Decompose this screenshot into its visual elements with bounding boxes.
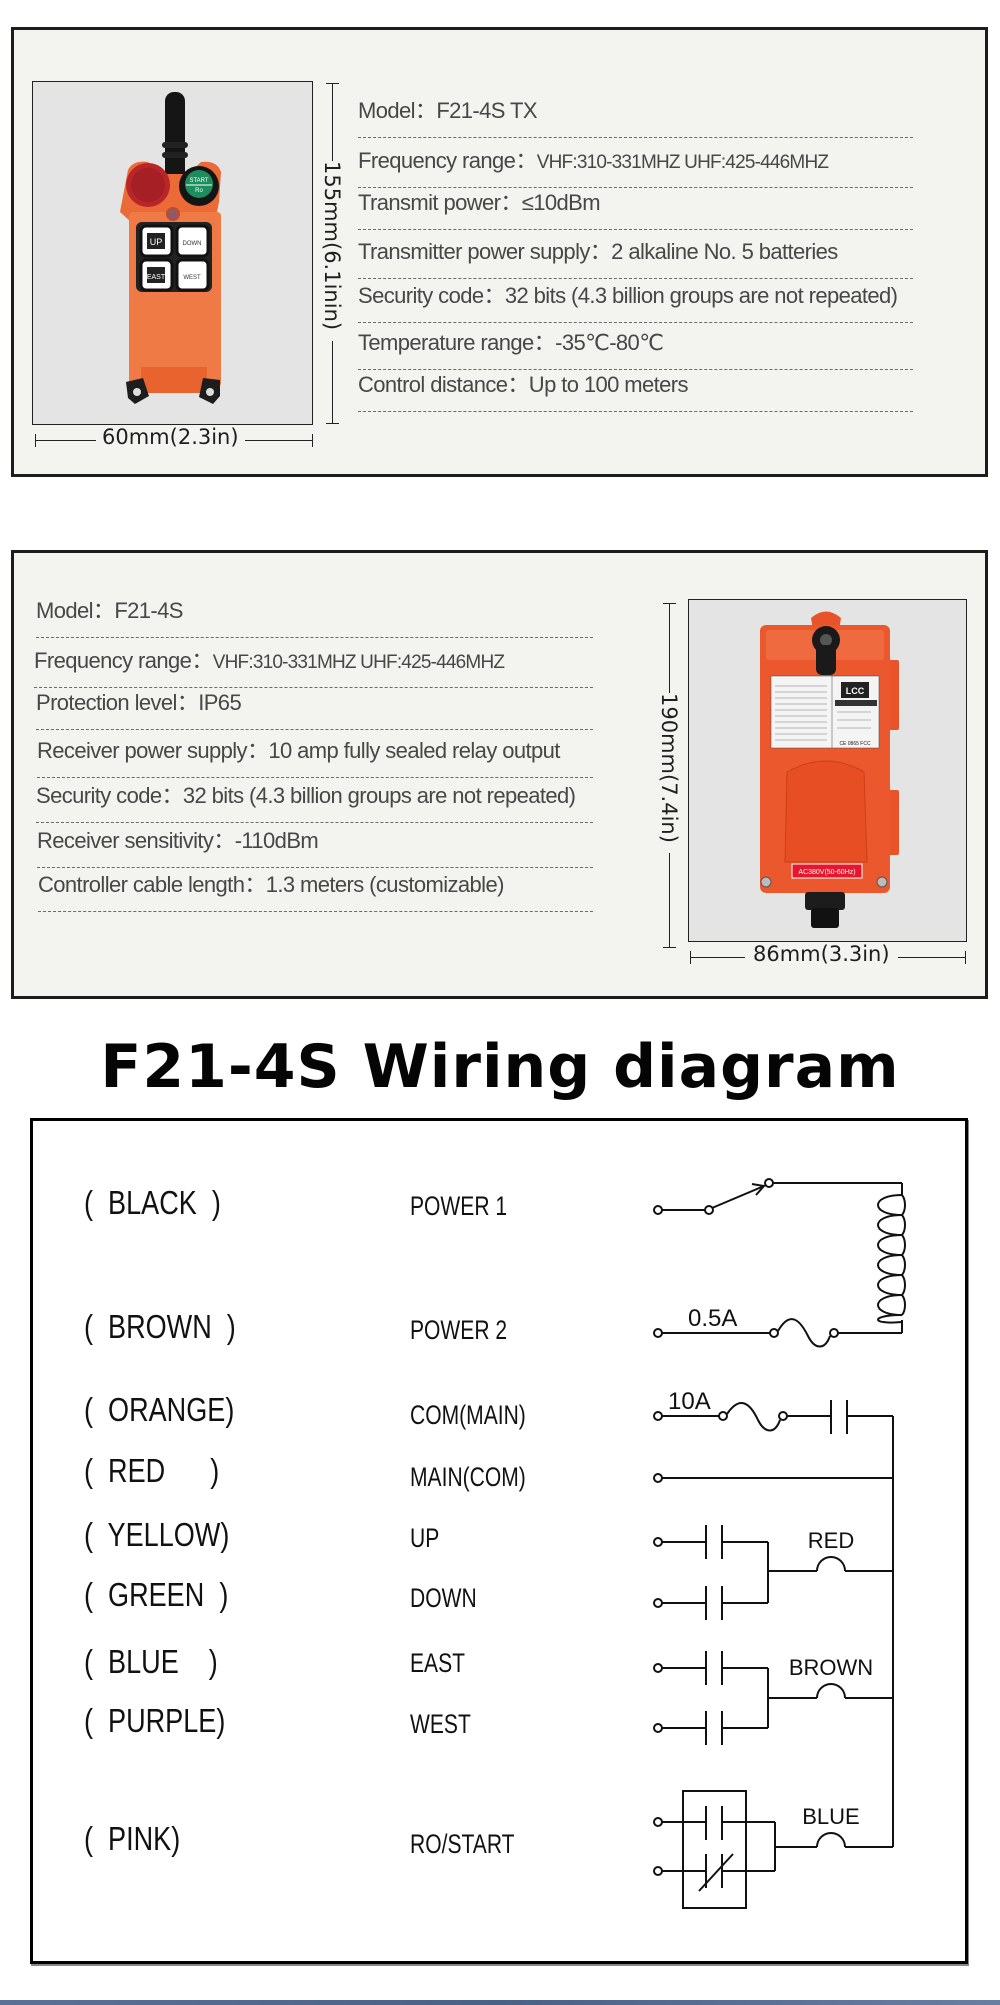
spec-value: 32 bits (4.3 billion groups are not repe… [182,783,576,808]
certification-text: CE 0865 FCC [839,741,871,747]
spec-label: Frequency range： [358,148,537,173]
coil-label-brown: BROWN [789,1655,873,1680]
west-button-label: WEST [183,275,201,281]
wire-color-green: ( GREEN ) [84,1576,229,1613]
coil-label-red: RED [808,1528,854,1553]
function-main-com: MAIN(COM) [410,1462,526,1492]
spec-label: Frequency range： [34,648,213,673]
transmitter-height-tick-top [326,83,339,84]
spec-row-frequency: Frequency range：VHF:310-331MHZ UHF:425-4… [358,143,913,188]
spec-row-frequency: Frequency range：VHF:310-331MHZ UHF:425-4… [34,643,593,688]
function-com-main: COM(MAIN) [410,1400,526,1430]
spec-value: 1.3 meters (customizable) [265,872,505,897]
spec-row-model: Model：F21-4S TX [358,93,913,138]
spec-value: VHF:310-331MHZ UHF:425-446MHZ [212,652,505,673]
east-button-label: EAST [147,274,166,281]
spec-row-sensitivity: Receiver sensitivity：-110dBm [37,823,593,868]
spec-label: Control distance： [358,372,529,397]
spec-label: Transmitter power supply： [358,239,612,264]
wire-color-brown: ( BROWN ) [84,1308,236,1345]
wire-color-purple: ( PURPLE) [84,1702,226,1739]
spec-row-cable-length: Controller cable length：1.3 meters (cust… [38,867,593,912]
function-ro-start: RO/START [410,1829,515,1859]
down-button-label: DOWN [183,241,202,247]
voltage-label: AC380V(50-60Hz) [798,869,855,876]
spec-row-protection-level: Protection level：IP65 [36,685,593,730]
function-power-2: POWER 2 [410,1315,508,1345]
spec-label: Security code： [36,783,183,808]
spec-value: 32 bits (4.3 billion groups are not repe… [504,283,898,308]
receiver-box-illustration: LCC CE 0865 FCC AC380V(50-60Hz) [760,611,899,928]
function-up: UP [410,1523,440,1553]
wire-color-blue: ( BLUE ) [84,1643,218,1680]
transmitter-photo: START Ro UP DOWN EAST WEST [32,81,313,425]
receiver-height-label: 190mm(7.4in) [655,693,683,853]
spec-value: Up to 100 meters [528,372,689,397]
receiver-height-tick-bottom [663,947,676,948]
spec-value: ≤10dBm [521,190,601,215]
wire-color-pink: ( PINK) [84,1820,181,1857]
spec-label: Protection level： [36,690,199,715]
spec-value: 10 amp fully sealed relay output [268,738,560,763]
spec-row-control-distance: Control distance：Up to 100 meters [358,367,913,412]
spec-label: Controller cable length： [38,872,266,897]
spec-label: Model： [358,98,437,123]
transmitter-width-label: 60mm(2.3in) [96,425,245,449]
brand-logo: LCC [846,686,865,696]
spec-value: F21-4S [114,598,183,623]
ro-button-label: Ro [195,188,203,194]
wire-color-black: ( BLACK ) [84,1184,221,1221]
spec-value: 2 alkaline No. 5 batteries [611,239,838,264]
function-power-1: POWER 1 [410,1191,508,1221]
wiring-diagram-frame [30,1118,968,1964]
wire-color-red: ( RED ) [84,1452,220,1489]
spec-value: VHF:310-331MHZ UHF:425-446MHZ [536,152,829,173]
receiver-width-tick-left [690,951,691,964]
function-east: EAST [410,1648,466,1678]
spec-row-model: Model：F21-4S [36,593,593,638]
spec-value: IP65 [198,690,242,715]
spec-row-temperature: Temperature range：-35℃-80℃ [358,325,913,370]
fuse-main-rating: 10A [668,1388,711,1415]
spec-value: -35℃-80℃ [555,330,664,355]
transmitter-width-tick-right [312,434,313,447]
spec-row-security-code: Security code：32 bits (4.3 billion group… [358,278,913,323]
receiver-height-tick-top [663,603,676,604]
spec-value: F21-4S TX [436,98,537,123]
spec-label: Receiver sensitivity： [37,828,235,853]
spec-label: Receiver power supply： [37,738,269,763]
transmitter-height-tick-bottom [326,423,339,424]
bottom-accent-strip [0,2000,1000,2005]
spec-label: Model： [36,598,115,623]
transmitter-height-label: 155mm(6.1inin) [318,161,346,341]
fuse-power-rating: 0.5A [688,1305,737,1332]
spec-row-power-supply: Transmitter power supply：2 alkaline No. … [358,234,913,279]
transmitter-width-tick-left [35,434,36,447]
spec-row-security-code: Security code：32 bits (4.3 billion group… [36,778,593,823]
start-button-label: START [189,178,208,184]
spec-label: Security code： [358,283,505,308]
wiring-diagram-title: F21-4S Wiring diagram [100,1032,900,1102]
spec-label: Temperature range： [358,330,556,355]
receiver-width-tick-right [965,951,966,964]
function-down: DOWN [410,1583,477,1613]
transmitter-remote-illustration: START Ro UP DOWN EAST WEST [120,92,221,404]
spec-value: -110dBm [234,828,319,853]
wire-color-yellow: ( YELLOW) [84,1516,230,1553]
coil-label-blue: BLUE [802,1804,859,1829]
up-button-label: UP [150,237,163,247]
spec-label: Transmit power： [358,190,522,215]
spec-row-transmit-power: Transmit power：≤10dBm [358,185,913,230]
spec-row-power-supply: Receiver power supply：10 amp fully seale… [37,733,593,778]
wire-color-orange: ( ORANGE) [84,1391,235,1428]
receiver-width-label: 86mm(3.3in) [745,942,898,966]
receiver-photo: LCC CE 0865 FCC AC380V(50-60Hz) [688,599,967,942]
function-west: WEST [410,1709,471,1739]
